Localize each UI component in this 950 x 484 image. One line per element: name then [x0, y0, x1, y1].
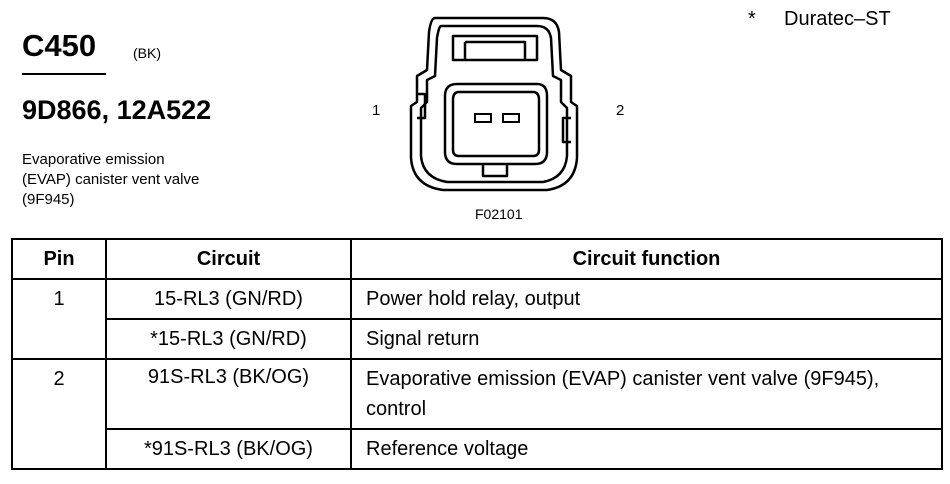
circuit-cell: *15-RL3 (GN/RD)	[105, 318, 352, 360]
connector-id: C450	[22, 28, 97, 63]
locking-tab-inner	[465, 40, 527, 60]
table-row: 2 91S-RL3 (BK/OG) Evaporative emission (…	[11, 358, 943, 470]
connector-outer-shell	[409, 16, 579, 192]
note-text: Duratec–ST	[784, 8, 891, 30]
terminal-cavity	[443, 82, 549, 166]
circuit-cell: 91S-RL3 (BK/OG)	[105, 358, 352, 430]
function-cell: Evaporative emission (EVAP) canister ven…	[350, 358, 943, 430]
pin-1-label: 1	[372, 102, 381, 119]
pin-table: Pin Circuit Circuit function 1 15-RL3 (G…	[11, 238, 943, 470]
note-marker: *	[748, 8, 756, 30]
keyway-bottom	[481, 164, 509, 178]
connector-face-diagram	[409, 16, 579, 192]
table-header-row: Pin Circuit Circuit function	[11, 238, 943, 280]
circuit-cell: 15-RL3 (GN/RD)	[105, 278, 352, 320]
circuit-cell: *91S-RL3 (BK/OG)	[105, 428, 352, 470]
description-line: (9F945)	[22, 191, 75, 208]
pin-cell: 2	[11, 358, 107, 470]
column-header-circuit-function: Circuit function	[350, 238, 943, 280]
side-latch-right	[561, 116, 571, 144]
part-numbers: 9D866, 12A522	[22, 95, 212, 125]
function-cell: Reference voltage	[350, 428, 943, 470]
locking-tab	[451, 34, 539, 62]
title-underline	[22, 73, 106, 75]
description-line: Evaporative emission	[22, 151, 165, 168]
terminal-cavity-inner	[451, 90, 541, 158]
terminal-pin-2	[502, 113, 520, 123]
description-line: (EVAP) canister vent valve	[22, 171, 200, 188]
terminal-pin-1	[474, 113, 492, 123]
figure-id: F02101	[475, 206, 523, 222]
connector-inner-shell	[419, 24, 569, 184]
function-cell: Signal return	[350, 318, 943, 360]
pin-2-label: 2	[616, 102, 625, 119]
function-cell: Power hold relay, output	[350, 278, 943, 320]
side-latch-left	[417, 92, 427, 120]
table-row: *15-RL3 (GN/RD) Signal return	[12, 318, 943, 360]
table-row: 1 15-RL3 (GN/RD) Power hold relay, outpu…	[11, 278, 943, 360]
component-description: Evaporative emission (EVAP) canister ven…	[22, 150, 199, 210]
column-header-circuit: Circuit	[105, 238, 352, 280]
pin-cell: 1	[11, 278, 107, 360]
column-header-pin: Pin	[11, 238, 107, 280]
connector-color: (BK)	[133, 45, 161, 61]
table-row: *91S-RL3 (BK/OG) Reference voltage	[12, 428, 943, 470]
